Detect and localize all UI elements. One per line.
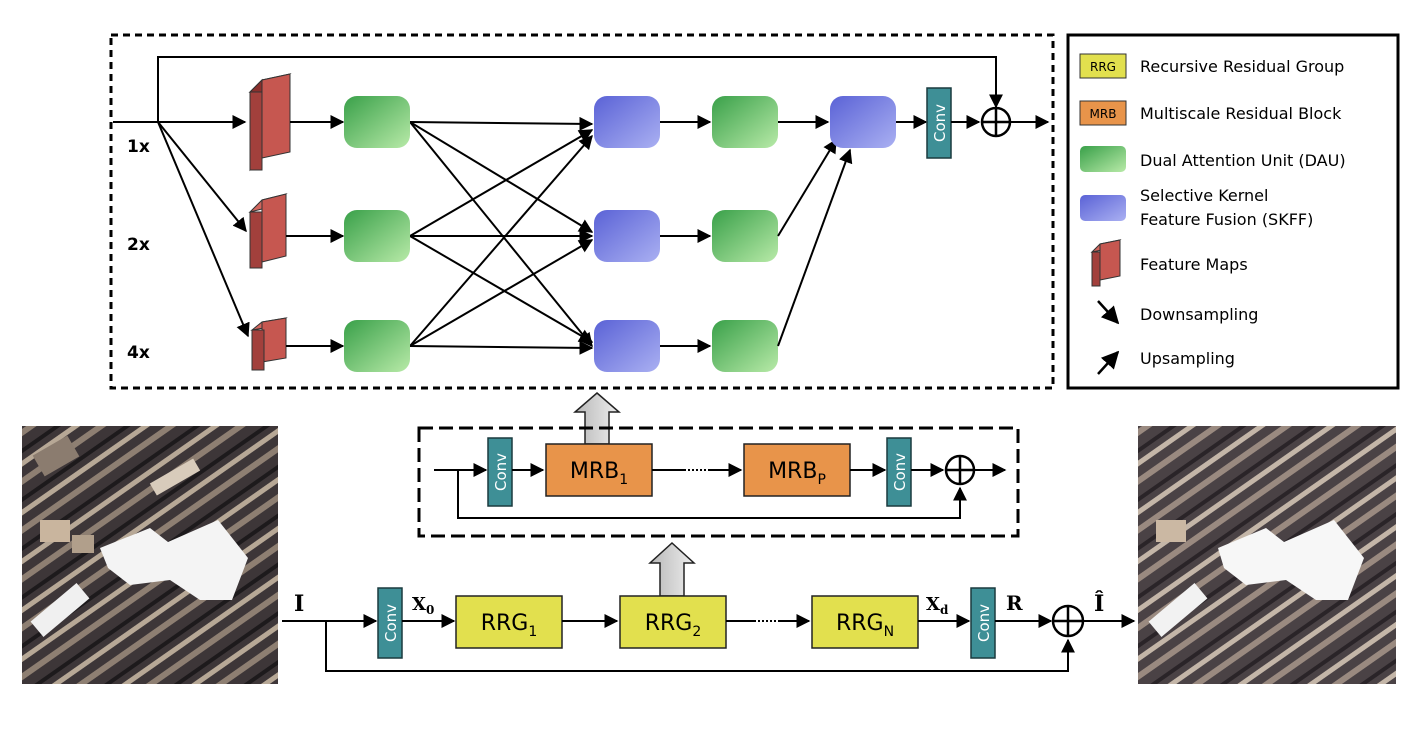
svg-text:Conv: Conv [492,453,510,491]
conv-block: Conv [970,587,996,659]
svg-text:RRG2: RRG2 [645,611,702,640]
upsample-arrow [777,138,837,237]
skff-block [594,96,660,148]
scale-label-4x: 4x [127,343,150,363]
dau-block [712,210,778,262]
skff-block [594,210,660,262]
downsample-arrow-4x [157,121,250,338]
svg-text:Conv: Conv [931,104,949,142]
sum-node [980,106,1012,138]
skff-block [594,320,660,372]
residual-label: R [1006,591,1023,615]
expand-arrow-mrb [572,392,622,445]
svg-text:Conv: Conv [891,453,909,491]
rrg-skip-connection [457,470,967,519]
feature-map-2x [248,193,288,269]
feature-map-1x [248,73,292,172]
svg-text:Upsampling: Upsampling [1140,349,1235,368]
svg-text:Conv: Conv [382,604,400,642]
legend-item-mrb: MRB Multiscale Residual Block [1079,100,1342,126]
conv-block: Conv [487,437,513,507]
legend-item-skff: Selective Kernel Feature Fusion (SKFF) [1080,186,1313,229]
legend-item-feature-maps: Feature Maps [1090,239,1248,287]
output-label: Î [1094,590,1104,617]
rrg-block-1: RRG1 [455,595,563,649]
input-label: I [294,591,304,617]
global-skip-connection [325,621,1075,672]
sum-node [944,454,976,486]
xd-label: Xd [926,594,949,617]
svg-text:MRB1: MRB1 [570,459,628,488]
dau-block [344,96,410,148]
mrb-block-first: MRB1 [545,443,653,497]
scale-label-2x: 2x [127,235,150,255]
rrg-block-n: RRGN [811,595,919,649]
legend-item-upsampling: Upsampling [1097,349,1235,375]
svg-text:Dual Attention Unit (DAU): Dual Attention Unit (DAU) [1140,151,1346,170]
dau-block [344,210,410,262]
cross-connections [409,116,594,355]
legend-item-dau: Dual Attention Unit (DAU) [1080,146,1346,172]
svg-text:RRG: RRG [1090,60,1116,74]
conv-block: Conv [926,87,952,159]
legend-item-rrg: RRG Recursive Residual Group [1079,53,1344,79]
input-image [22,426,278,684]
output-image [1138,426,1396,684]
upsample-arrow [777,148,853,347]
svg-text:Multiscale Residual Block: Multiscale Residual Block [1140,104,1342,123]
downsample-arrow-2x [157,121,247,233]
dau-block [712,96,778,148]
svg-text:Downsampling: Downsampling [1140,305,1258,324]
skff-block-final [830,96,896,148]
dau-block [344,320,410,372]
conv-block: Conv [886,437,912,507]
msrb-detail-frame [109,33,1055,390]
sum-node [1051,604,1085,638]
svg-text:RRGN: RRGN [836,611,894,640]
svg-text:Selective Kernel: Selective Kernel [1140,186,1268,205]
svg-text:Feature Fusion (SKFF): Feature Fusion (SKFF) [1140,210,1313,229]
rrg-block-2: RRG2 [619,595,727,649]
scale-label-1x: 1x [127,137,150,157]
rrg-detail-frame [417,426,1020,538]
feature-map-4x [250,317,288,371]
expand-arrow-rrg [648,541,696,597]
msrb-skip-connection [157,56,1003,122]
svg-text:MRB: MRB [1090,107,1117,121]
svg-text:MRBP: MRBP [768,459,826,488]
svg-text:RRG1: RRG1 [481,611,538,640]
x0-label: X0 [412,594,434,617]
mrb-block-last: MRBP [743,443,851,497]
legend-item-downsampling: Downsampling [1097,300,1258,325]
svg-text:Feature Maps: Feature Maps [1140,255,1248,274]
svg-text:Recursive Residual Group: Recursive Residual Group [1140,57,1344,76]
svg-text:Conv: Conv [975,604,993,642]
dau-block [712,320,778,372]
conv-block: Conv [377,587,403,659]
